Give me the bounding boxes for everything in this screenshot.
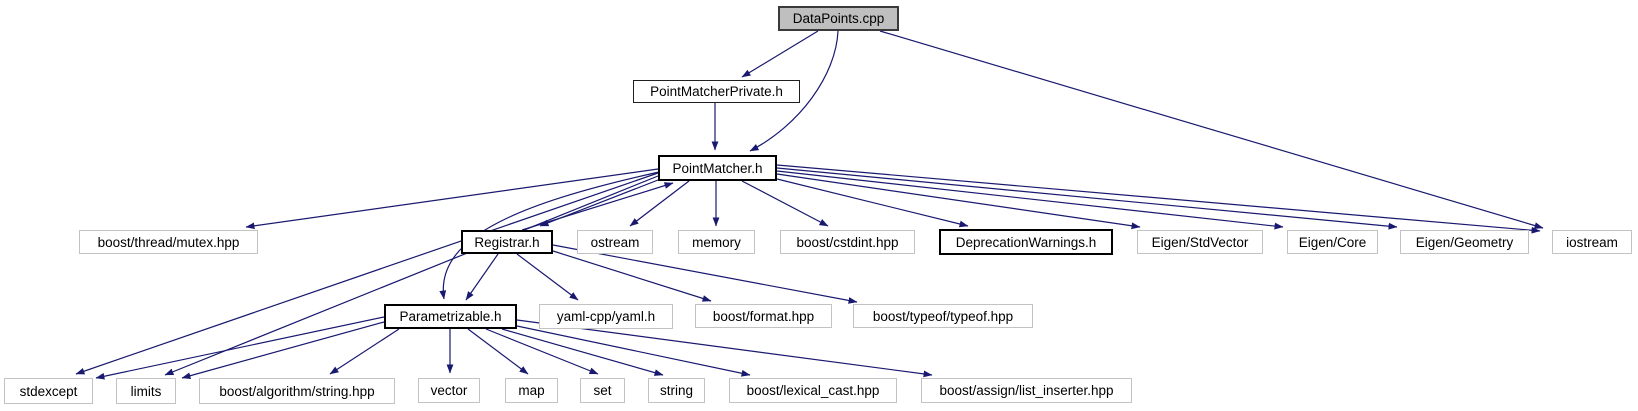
- node-datapoints-cpp: DataPoints.cpp: [778, 6, 899, 31]
- edge-pointmatcher-h-to-stdexcept: [75, 172, 659, 375]
- edge-pointmatcher-h-to-boost-cstdint-hpp: [741, 180, 829, 227]
- node-eigen-core: Eigen/Core: [1287, 230, 1378, 254]
- node-ostream: ostream: [577, 230, 653, 254]
- node-eigen-stdvector: Eigen/StdVector: [1137, 230, 1263, 254]
- edge-registrar-h-to-boost-format-hpp: [552, 250, 712, 302]
- edge-registrar-h-to-pointmatcher-h: [521, 182, 674, 231]
- edge-datapoints-cpp-to-pointmatcher-h: [749, 30, 839, 152]
- node-pointmatcher-h[interactable]: PointMatcher.h: [658, 155, 777, 181]
- edge-pointmatcher-h-to-ostream: [629, 180, 690, 227]
- node-set: set: [580, 378, 625, 403]
- node-eigen-geometry: Eigen/Geometry: [1400, 230, 1529, 254]
- edge-registrar-h-to-parametrizable-h: [465, 253, 499, 301]
- edge-parametrizable-h-to-limits: [181, 321, 385, 380]
- edge-pointmatcher-h-to-iostream: [776, 164, 1541, 234]
- edge-parametrizable-h-to-set: [485, 328, 599, 375]
- edge-pointmatcher-h-to-boost-thread-mutex-hpp: [245, 168, 659, 230]
- edge-datapoints-cpp-to-pointmatcherprivate-h: [741, 30, 819, 78]
- edge-pointmatcher-h-to-eigen-geometry: [776, 167, 1398, 230]
- edge-pointmatcher-h-to-deprecationwarnings-h: [776, 178, 969, 228]
- edges-group: [75, 30, 1544, 380]
- edge-parametrizable-h-to-map: [467, 328, 529, 375]
- node-boost-assign-list-inserter-hpp: boost/assign/list_inserter.hpp: [921, 378, 1132, 403]
- node-pointmatcherprivate-h[interactable]: PointMatcherPrivate.h: [633, 80, 800, 103]
- edge-pointmatcher-h-to-eigen-core: [776, 170, 1284, 230]
- node-stdexcept: stdexcept: [4, 378, 93, 404]
- node-boost-algorithm-string-hpp: boost/algorithm/string.hpp: [199, 378, 395, 404]
- edge-pointmatcher-h-to-parametrizable-h: [439, 171, 660, 300]
- edge-parametrizable-h-to-stdexcept: [95, 316, 385, 380]
- node-deprecationwarnings-h[interactable]: DeprecationWarnings.h: [939, 229, 1113, 255]
- node-parametrizable-h[interactable]: Parametrizable.h: [384, 304, 517, 329]
- node-vector: vector: [418, 378, 480, 403]
- node-limits: limits: [116, 378, 176, 404]
- edge-datapoints-cpp-to-iostream: [879, 30, 1544, 229]
- edge-parametrizable-h-to-string: [501, 328, 664, 376]
- edge-parametrizable-h-to-boost-lexical-cast-hpp: [516, 325, 751, 377]
- node-iostream: iostream: [1552, 230, 1632, 254]
- node-boost-lexical-cast-hpp: boost/lexical_cast.hpp: [729, 378, 897, 403]
- edge-pointmatcher-h-to-limits: [164, 175, 659, 376]
- node-memory: memory: [678, 230, 755, 254]
- edge-parametrizable-h-to-boost-algorithm-string-hpp: [329, 328, 400, 375]
- node-map: map: [505, 378, 558, 403]
- node-boost-typeof-typeof-hpp: boost/typeof/typeof.hpp: [853, 304, 1033, 328]
- edge-pointmatcher-h-to-eigen-stdvector: [776, 173, 1141, 230]
- node-registrar-h[interactable]: Registrar.h: [461, 230, 553, 254]
- edge-registrar-h-to-yaml-cpp-yaml-h: [516, 253, 579, 301]
- node-boost-thread-mutex-hpp: boost/thread/mutex.hpp: [79, 230, 258, 254]
- node-boost-format-hpp: boost/format.hpp: [695, 304, 832, 328]
- node-string: string: [648, 378, 705, 403]
- edge-parametrizable-h-to-boost-assign-list-inserter-hpp: [516, 319, 933, 378]
- node-yaml-cpp-yaml-h: yaml-cpp/yaml.h: [539, 304, 673, 329]
- node-boost-cstdint-hpp: boost/cstdint.hpp: [780, 230, 915, 254]
- edge-registrar-h-to-boost-typeof-typeof-hpp: [552, 244, 858, 304]
